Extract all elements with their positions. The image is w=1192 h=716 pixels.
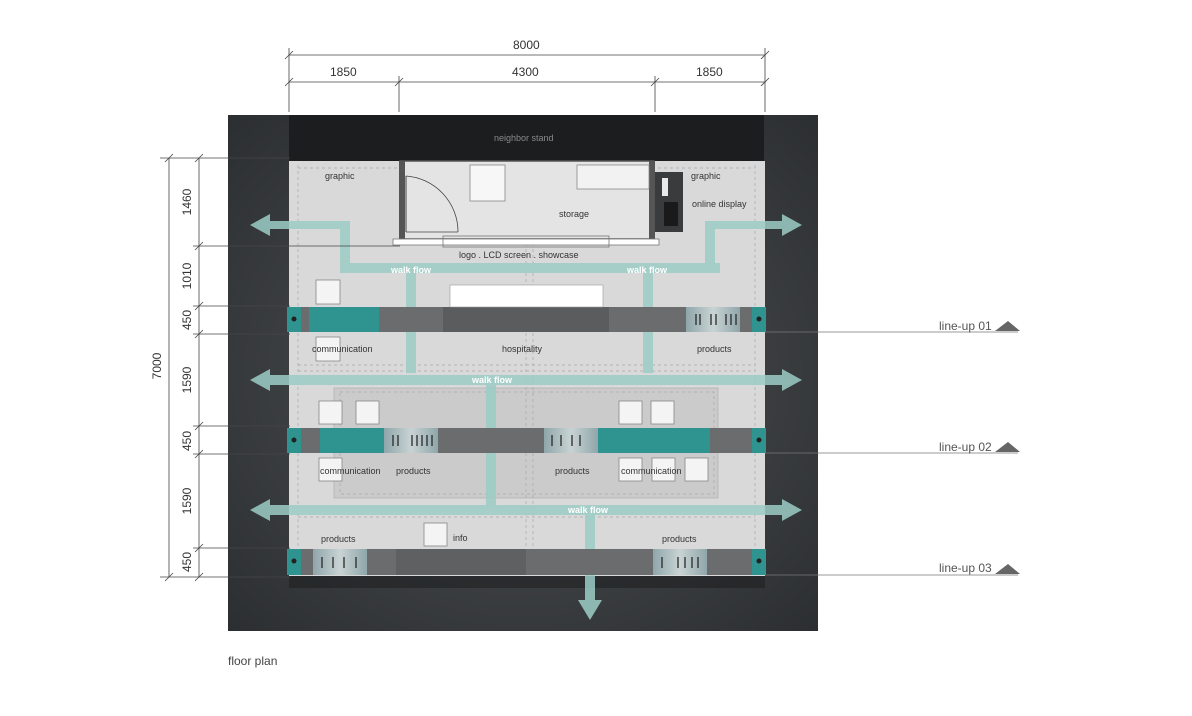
dim-row-2: 1010 — [180, 262, 194, 290]
dim-row-1: 1460 — [180, 188, 194, 216]
row3-products-right-label: products — [662, 534, 697, 544]
lineup-03-rail — [287, 549, 766, 575]
neighbor-stand-label: neighbor stand — [494, 133, 554, 143]
dim-row-3: 450 — [180, 309, 194, 331]
lineup-03-label: line-up 03 — [939, 561, 992, 575]
lineup-01-label: line-up 01 — [939, 319, 992, 333]
dim-width-right: 1850 — [696, 65, 723, 79]
dim-row-7: 450 — [180, 551, 194, 573]
dim-width-middle: 4300 — [512, 65, 539, 79]
info-label: info — [453, 533, 468, 543]
walk-flow-label-3: walk flow — [472, 375, 513, 385]
dim-total-depth: 7000 — [150, 352, 164, 380]
walk-flow-label-4: walk flow — [568, 505, 609, 515]
row1-communication-label: communication — [312, 344, 373, 354]
lineup-01-rail — [287, 284, 766, 332]
storage-label: storage — [559, 209, 590, 219]
lineup-02-label: line-up 02 — [939, 440, 992, 454]
showcase-counter — [392, 238, 660, 246]
row2-communication-right-label: communication — [621, 466, 682, 476]
logo-showcase-label: logo . LCD screen . showcase — [459, 250, 579, 260]
walk-flow-label-1: walk flow — [391, 265, 432, 275]
figure-caption: floor plan — [228, 654, 278, 668]
row3-products-left-label: products — [321, 534, 356, 544]
dim-row-5: 450 — [180, 430, 194, 452]
row2-products-left-label: products — [396, 466, 431, 476]
dim-row-6: 1590 — [180, 487, 194, 515]
neighbor-stand — [289, 115, 764, 161]
graphic-left-label: graphic — [325, 171, 355, 181]
hospitality-label: hospitality — [502, 344, 543, 354]
online-display-label: online display — [692, 199, 747, 209]
dim-row-4: 1590 — [180, 366, 194, 394]
lineup-02-rail — [287, 428, 766, 453]
graphic-right-label: graphic — [691, 171, 721, 181]
row1-products-label: products — [697, 344, 732, 354]
dim-total-width: 8000 — [513, 38, 540, 52]
row2-products-right-label: products — [555, 466, 590, 476]
dim-width-left: 1850 — [330, 65, 357, 79]
row2-communication-left-label: communication — [320, 466, 381, 476]
walk-flow-label-2: walk flow — [627, 265, 668, 275]
